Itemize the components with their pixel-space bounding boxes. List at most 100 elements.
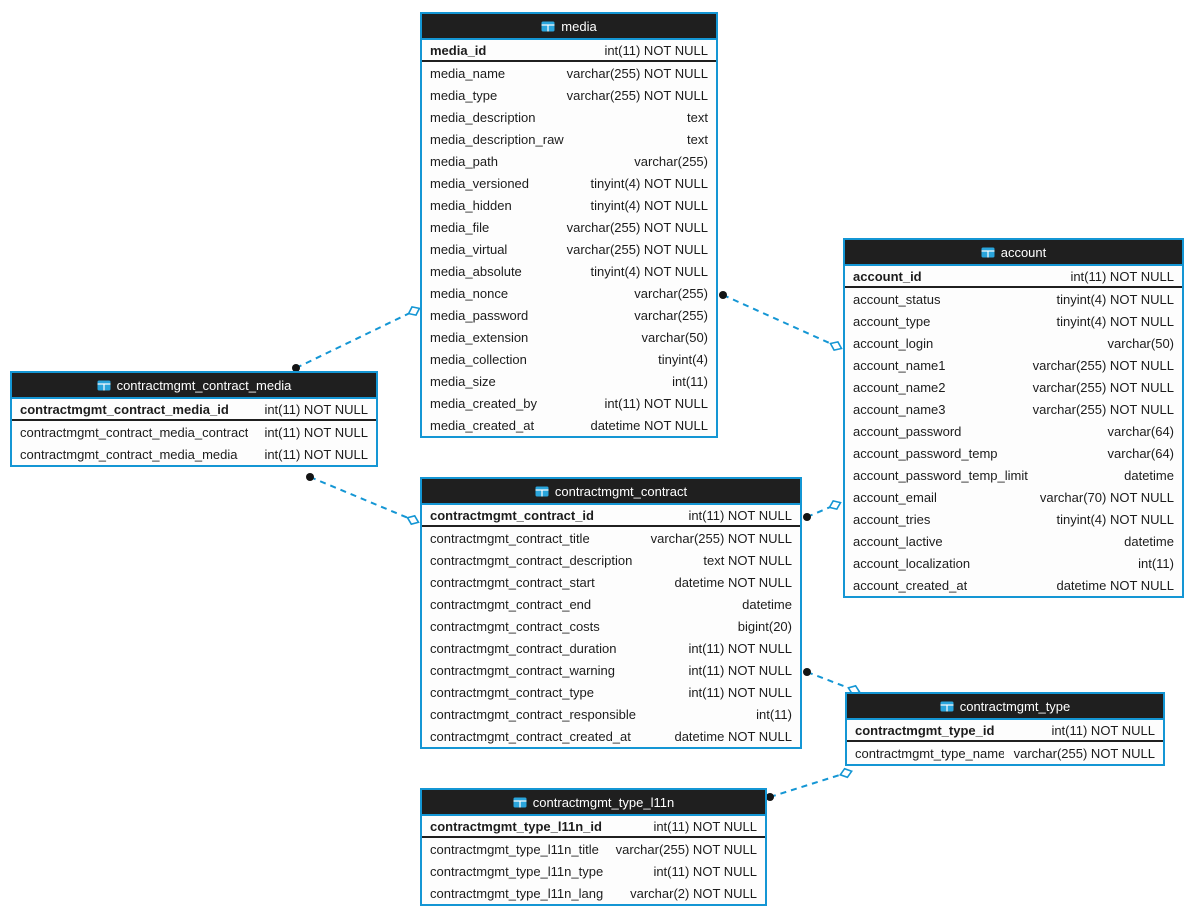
- field-name: account_tries: [853, 511, 931, 527]
- table-header[interactable]: media: [422, 14, 716, 40]
- field-type: datetime: [1124, 467, 1174, 483]
- field-type: varchar(255) NOT NULL: [1032, 357, 1174, 373]
- field-type: tinyint(4) NOT NULL: [1056, 511, 1174, 527]
- field-row-account_tries[interactable]: account_tries tinyint(4) NOT NULL: [845, 508, 1182, 530]
- field-name: contractmgmt_type_l11n_title: [430, 841, 599, 857]
- field-name: media_description_raw: [430, 131, 564, 147]
- field-name: contractmgmt_contract_start: [430, 574, 595, 590]
- relation-line-contractmgmt_contract-to-contractmgmt_type[interactable]: [806, 671, 849, 689]
- field-type: int(11) NOT NULL: [653, 818, 757, 834]
- field-name: contractmgmt_contract_costs: [430, 618, 600, 634]
- relation-diamond: [828, 499, 842, 511]
- field-name: account_lactive: [853, 533, 943, 549]
- table-header[interactable]: account: [845, 240, 1182, 266]
- field-name: media_versioned: [430, 175, 530, 191]
- table-header[interactable]: contractmgmt_contract: [422, 479, 800, 505]
- field-name: account_type: [853, 313, 931, 329]
- field-type: varchar(255) NOT NULL: [650, 530, 792, 546]
- field-name: media_created_by: [430, 395, 537, 411]
- field-type: varchar(255) NOT NULL: [1013, 745, 1155, 761]
- field-row-account_created_at[interactable]: account_created_at datetime NOT NULL: [845, 574, 1182, 596]
- field-name: contractmgmt_contract_responsible: [430, 706, 636, 722]
- field-type: tinyint(4) NOT NULL: [1056, 291, 1174, 307]
- field-type: datetime NOT NULL: [674, 728, 792, 744]
- relation-line-contractmgmt_type_l11n-to-contractmgmt_type[interactable]: [769, 773, 841, 798]
- relation-line-contractmgmt_contract_media-to-media[interactable]: [295, 312, 410, 369]
- field-name: account_created_at: [853, 577, 968, 593]
- table-header[interactable]: contractmgmt_type_l11n: [422, 790, 765, 816]
- field-type: varchar(255): [634, 153, 708, 169]
- relation-line-contractmgmt_contract-to-account[interactable]: [806, 506, 830, 518]
- field-type: int(11) NOT NULL: [688, 662, 792, 678]
- field-name: contractmgmt_contract_duration: [430, 640, 617, 656]
- relation-dot: [292, 364, 300, 372]
- relation-diamond: [406, 514, 420, 526]
- field-name: media_nonce: [430, 285, 509, 301]
- relation-line-media-to-account[interactable]: [722, 294, 831, 345]
- relation-diamond: [829, 340, 843, 352]
- relation-line-contractmgmt_contract_media-to-contractmgmt_contract[interactable]: [309, 476, 408, 519]
- table-header[interactable]: contractmgmt_type: [847, 694, 1163, 720]
- field-type: datetime NOT NULL: [1056, 577, 1174, 593]
- field-row-contractmgmt_contract_costs[interactable]: contractmgmt_contract_costs bigint(20): [422, 615, 800, 637]
- table-header[interactable]: contractmgmt_contract_media: [12, 373, 376, 399]
- field-type: bigint(20): [737, 618, 792, 634]
